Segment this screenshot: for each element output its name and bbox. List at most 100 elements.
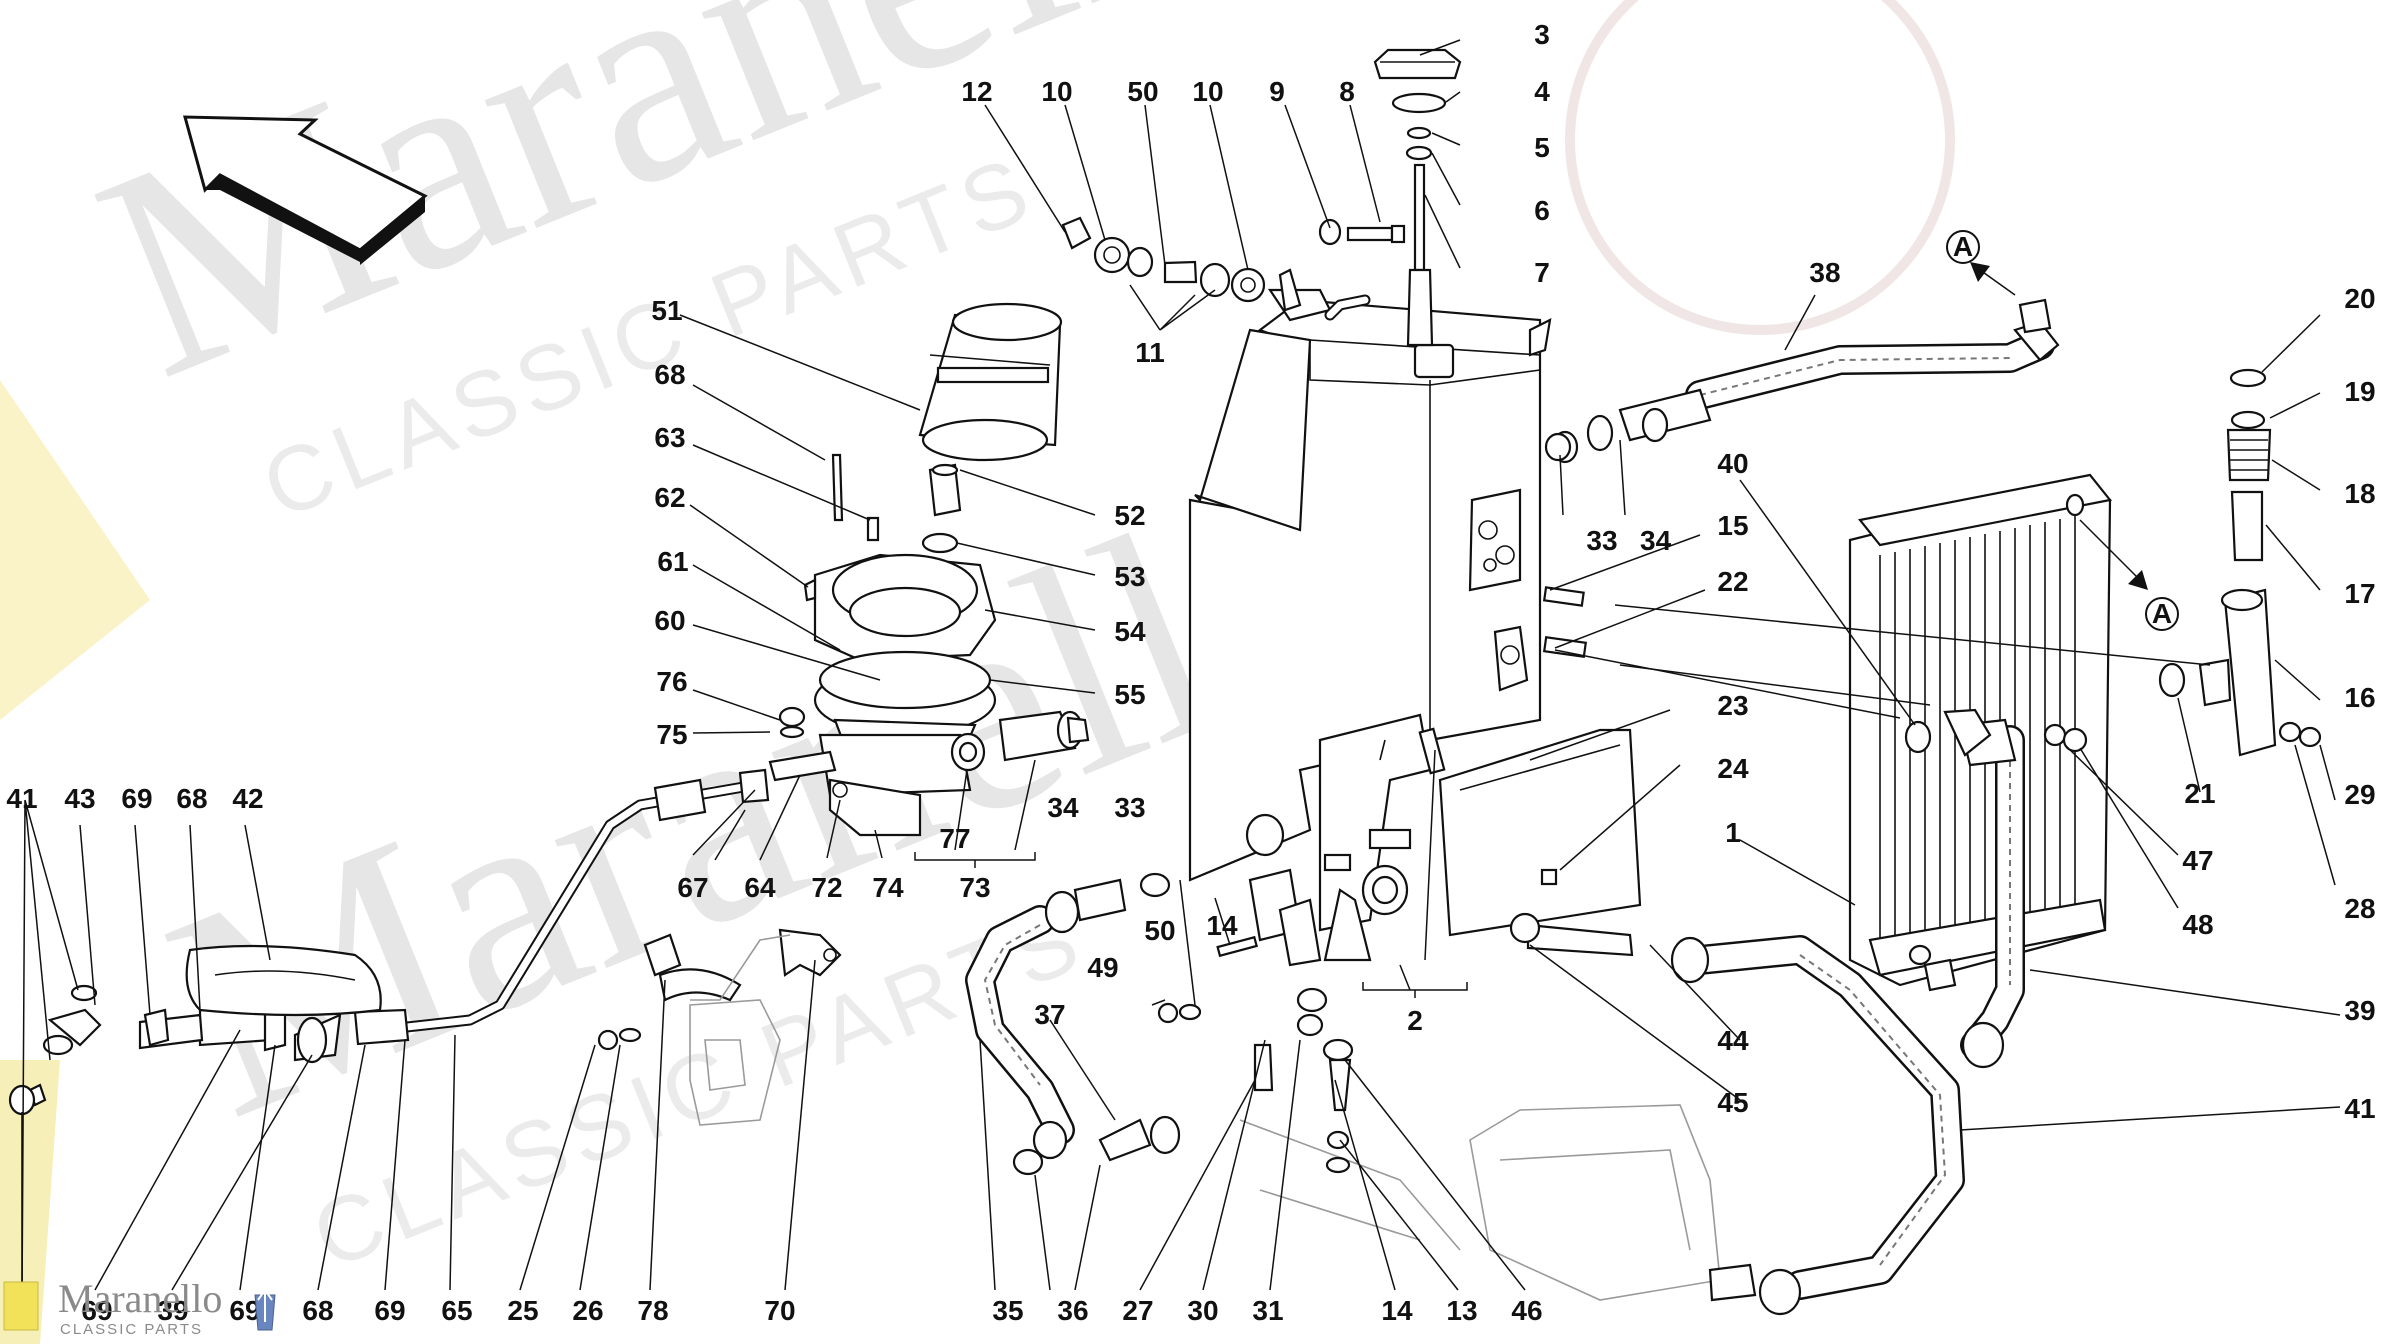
oil-filter-group: [768, 302, 1090, 837]
callout-25: 24: [1717, 753, 1749, 784]
callout-56: 52: [1114, 500, 1145, 531]
callout-33a: 33: [1114, 792, 1145, 823]
reference-marker-a: A A: [1946, 230, 2179, 631]
callout-61: 61: [657, 546, 688, 577]
callout-34a: 34: [1047, 792, 1079, 823]
callout-26: 25: [507, 1295, 538, 1326]
callout-68b: 68: [302, 1295, 333, 1326]
badge-watermark-bottom: [0, 1060, 60, 1344]
callout-75: 76: [656, 666, 687, 697]
dipstick-cap-assembly: [1373, 48, 1462, 347]
callout-58: 54: [1114, 616, 1146, 647]
callout-28: 27: [1122, 1295, 1153, 1326]
callout-13: 13: [1446, 1295, 1477, 1326]
callout-21: 20: [2344, 283, 2375, 314]
callout-33b: 33: [1586, 525, 1617, 556]
top-fasteners: [1061, 216, 1406, 312]
callout-11: 11: [1135, 337, 1165, 368]
callout-76: 77: [939, 823, 970, 854]
callout-6: 6: [1534, 195, 1550, 226]
callout-49: 46: [1511, 1295, 1542, 1326]
oil-tank: [1188, 288, 1552, 882]
callout-60: 60: [654, 605, 685, 636]
callout-73: 74: [872, 872, 904, 903]
callout-77: 78: [637, 1295, 668, 1326]
trident-logo-icon: [254, 1288, 276, 1331]
callout-68a: 68: [176, 783, 207, 814]
callout-22: 21: [2184, 778, 2215, 809]
callout-24: 23: [1717, 690, 1748, 721]
callout-19: 18: [2344, 478, 2375, 509]
callout-27: 26: [572, 1295, 603, 1326]
hose-41: [1670, 935, 1965, 1316]
callout-41: 41: [2344, 1093, 2375, 1124]
callout-labels: 3 4 5 6 7 8 9 10 50 10 12 11 51 68 63 62…: [6, 19, 2375, 1326]
callout-46: 43: [64, 783, 95, 814]
callout-67: 68: [654, 359, 685, 390]
emblem-watermark: [1565, 0, 1955, 335]
callout-10a: 10: [1041, 76, 1072, 107]
callout-45: 42: [232, 783, 263, 814]
callout-59: 55: [1114, 679, 1145, 710]
footer-brand: Maranello CLASSIC PARTS: [3, 1276, 276, 1338]
callout-47: 44: [1717, 1025, 1749, 1056]
callout-12: 12: [961, 76, 992, 107]
callout-69d: 69: [374, 1295, 405, 1326]
callout-42: 39: [157, 1295, 188, 1326]
footer-brand-name: Maranello: [58, 1276, 222, 1321]
callout-40: 40: [1717, 448, 1748, 479]
callout-7: 7: [1534, 257, 1550, 288]
badge-watermark-left: [0, 380, 150, 720]
callout-64: 64: [744, 872, 776, 903]
hose-35: [965, 872, 1181, 1176]
callout-3: 3: [1534, 19, 1550, 50]
misc-fittings: [1157, 432, 1634, 1174]
callout-70: 70: [764, 1295, 795, 1326]
callout-62: 62: [654, 482, 685, 513]
callout-4: 4: [1534, 76, 1550, 107]
leader-lines: [21, 39, 2341, 1301]
callout-31: 30: [1187, 1295, 1218, 1326]
callout-17: 16: [2344, 682, 2375, 713]
callout-53: 50: [1144, 915, 1175, 946]
callout-50: 47: [2182, 845, 2213, 876]
callout-57: 53: [1114, 561, 1145, 592]
callout-51: 48: [2182, 909, 2213, 940]
callout-65: 65: [441, 1295, 472, 1326]
group-braces: [914, 852, 1468, 998]
callout-52: 49: [1087, 952, 1118, 983]
callout-55: 51: [651, 295, 682, 326]
callout-36: 36: [1057, 1295, 1088, 1326]
callout-37: 37: [1034, 999, 1065, 1030]
callout-1: 1: [1725, 817, 1741, 848]
brand-badge-icon: [3, 1281, 39, 1331]
tank-brackets: [1245, 713, 1642, 967]
callout-29: 28: [2344, 893, 2375, 924]
callout-39: 39: [2344, 995, 2375, 1026]
engine-outline-ghost: [689, 999, 1721, 1301]
footer-brand-tagline: CLASSIC PARTS: [60, 1321, 203, 1338]
callout-2: 2: [1407, 1005, 1423, 1036]
callout-34b: 34: [1640, 525, 1672, 556]
callout-35: 35: [992, 1295, 1023, 1326]
callout-10b: 10: [1192, 76, 1223, 107]
direction-arrow-icon: [183, 115, 428, 265]
callout-38: 38: [1809, 257, 1840, 288]
callout-69a: 69: [121, 783, 152, 814]
left-pipe-assembly: [8, 768, 842, 1300]
callout-72: 73: [959, 872, 990, 903]
right-fittings: [1904, 368, 2322, 757]
callout-63: 63: [654, 422, 685, 453]
callout-15: 14: [1206, 910, 1238, 941]
svg-text:A: A: [1953, 231, 1973, 262]
callout-18: 17: [2344, 578, 2375, 609]
hose-39: [1923, 718, 2025, 1069]
callout-5: 5: [1534, 132, 1550, 163]
callout-74: 75: [656, 719, 687, 750]
callout-20: 19: [2344, 376, 2375, 407]
callout-48: 45: [1717, 1087, 1748, 1118]
callout-30: 29: [2344, 779, 2375, 810]
callout-8: 8: [1339, 76, 1355, 107]
callout-16: 15: [1717, 510, 1748, 541]
